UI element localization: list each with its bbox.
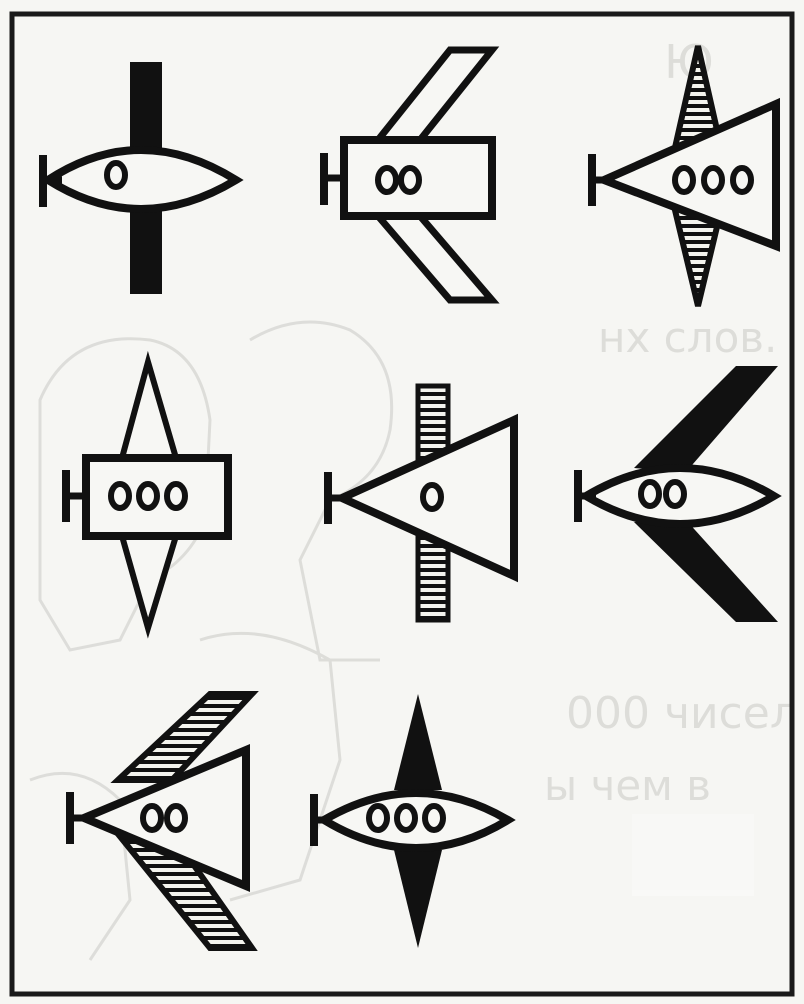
paper-blank-patch [632, 814, 754, 896]
background-text-3: 000 чисел меньш [566, 688, 804, 739]
background-text-2: нх слов. [598, 313, 777, 362]
background-text-4: ы чем в [544, 761, 711, 810]
